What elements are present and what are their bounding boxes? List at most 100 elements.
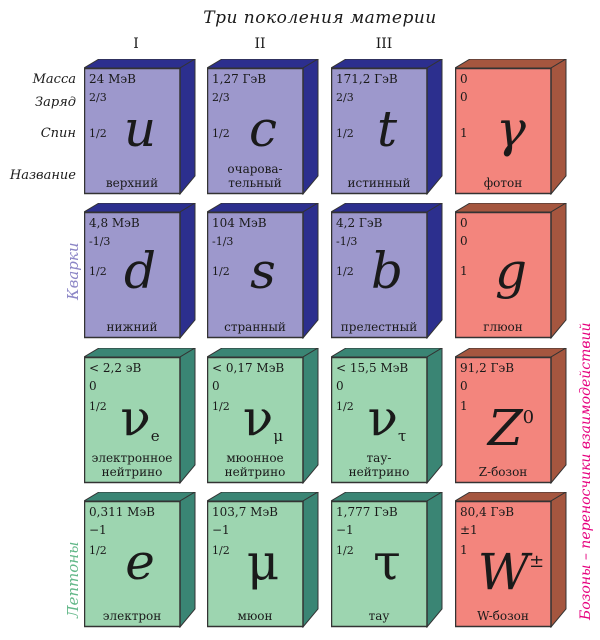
card-box-shape (207, 348, 319, 484)
particle-symbol: ντ (367, 389, 407, 447)
particle-spin: 1/2 (212, 400, 230, 413)
particle-charge: 0 (336, 379, 344, 393)
generation-label-2: II (254, 36, 266, 52)
particle-charge: -1/3 (336, 235, 358, 248)
particle-name: глюон (455, 320, 551, 334)
particle-symbol: u (123, 100, 157, 158)
particle-charge: −1 (336, 523, 354, 537)
particle-name-line: W-бозон (477, 609, 529, 623)
particle-name: истинный (331, 176, 427, 190)
particle-name: странный (207, 320, 303, 334)
particle-charge: -1/3 (89, 235, 111, 248)
particle-charge: 0 (460, 90, 468, 104)
particle-symbol: Z0 (487, 399, 535, 457)
card-box-shape (331, 348, 443, 484)
particle-mass: 104 МэВ (212, 216, 267, 230)
particle-charge: 2/3 (212, 91, 230, 104)
particle-mass: 4,2 ГэВ (336, 216, 383, 230)
particle-name-line: глюон (483, 320, 523, 334)
particle-name-line: странный (224, 320, 286, 334)
particle-mass: 1,777 ГэВ (336, 505, 398, 519)
particle-mass: 0 (460, 72, 468, 86)
particle-name-line: нейтрино (224, 465, 286, 479)
particle-symbol: g (494, 242, 527, 300)
particle-spin: 1/2 (336, 400, 354, 413)
particle-name-line: мюон (237, 609, 273, 623)
row-label-name: Название (9, 168, 76, 183)
particle-symbol: γ (496, 100, 526, 158)
particle-charge: 0 (212, 379, 220, 393)
particle-name-line: прелестный (340, 320, 418, 334)
card-box-shape (207, 492, 319, 628)
particle-spin: 1/2 (89, 127, 107, 140)
particle-charge: 2/3 (336, 91, 354, 104)
particle-symbol: b (370, 242, 403, 300)
particle-spin: 1/2 (89, 265, 107, 278)
particle-name-line: электрон (102, 609, 162, 623)
particle-name-line: тельный (228, 176, 282, 190)
particle-mass: 24 МэВ (89, 72, 136, 86)
particle-charge: −1 (89, 523, 107, 537)
particle-charge: −1 (212, 523, 230, 537)
particle-mass: 1,27 ГэВ (212, 72, 267, 86)
particle-symbol: d (123, 242, 156, 300)
particle-mass: < 0,17 МэВ (212, 361, 285, 375)
particle-spin: 1/2 (336, 544, 354, 557)
particle-mass: < 15,5 МэВ (336, 361, 409, 375)
particle-charge: 0 (89, 379, 97, 393)
particle-card-boson: 91,2 ГэВ 0 1 Z0 Z-бозон (455, 348, 567, 484)
particle-symbol: t (376, 100, 398, 158)
particle-mass: 0,311 МэВ (89, 505, 155, 519)
particle-name: мюон (207, 609, 303, 623)
particle-mass: 80,4 ГэВ (460, 505, 515, 519)
particle-card-boson: 0 0 1 g глюон (455, 203, 567, 339)
particle-name-line: мюонное (226, 451, 284, 465)
particle-card-quark: 4,2 ГэВ -1/3 1/2 b прелестный (331, 203, 443, 339)
particle-card-quark: 24 МэВ 2/3 1/2 u верхний (84, 59, 196, 195)
card-box-shape (455, 348, 567, 484)
particle-card-lepton: < 15,5 МэВ 0 1/2 ντ тау-нейтрино (331, 348, 443, 484)
particle-spin: 1/2 (89, 544, 107, 557)
particle-spin: 1/2 (212, 544, 230, 557)
particle-card-boson: 80,4 ГэВ ±1 1 W± W-бозон (455, 492, 567, 628)
generation-label-3: III (375, 36, 393, 52)
card-box-shape (207, 203, 319, 339)
particle-mass: 103,7 МэВ (212, 505, 278, 519)
particle-symbol: μ (246, 533, 280, 591)
particle-name-line: верхний (105, 176, 159, 190)
particle-name-line: очарова- (227, 162, 283, 176)
particle-name-line: нейтрино (348, 465, 410, 479)
particle-spin: 1 (460, 543, 468, 557)
particle-name: тау (331, 609, 427, 623)
particle-mass: < 2,2 эВ (89, 361, 142, 375)
particle-name: фотон (455, 176, 551, 190)
particle-mass: 171,2 ГэВ (336, 72, 398, 86)
card-box-shape (84, 59, 196, 195)
particle-card-lepton: 0,311 МэВ −1 1/2 e электрон (84, 492, 196, 628)
particle-spin: 1/2 (89, 400, 107, 413)
particle-name-line: нейтрино (101, 465, 163, 479)
particle-symbol: e (125, 533, 155, 591)
row-label-charge: Заряд (34, 95, 76, 110)
diagram-title: Три поколения материи (203, 8, 437, 28)
particle-spin: 1 (460, 264, 468, 278)
quarks-group-label: Кварки (64, 242, 82, 300)
particle-card-lepton: 103,7 МэВ −1 1/2 μ мюон (207, 492, 319, 628)
particle-name: тау-нейтрино (331, 451, 427, 479)
particle-name-line: тау- (366, 451, 392, 465)
particle-name: W-бозон (455, 609, 551, 623)
particle-card-lepton: 1,777 ГэВ −1 1/2 τ тау (331, 492, 443, 628)
particle-spin: 1/2 (336, 265, 354, 278)
particle-symbol: νe (120, 389, 160, 447)
generation-label-1: I (133, 36, 139, 52)
particle-name-line: электронное (91, 451, 173, 465)
particle-name: нижний (84, 320, 180, 334)
particle-symbol: s (250, 242, 276, 300)
particle-name: прелестный (331, 320, 427, 334)
particle-name-line: Z-бозон (478, 465, 528, 479)
particle-name: Z-бозон (455, 465, 551, 479)
particle-spin: 1 (460, 126, 468, 140)
